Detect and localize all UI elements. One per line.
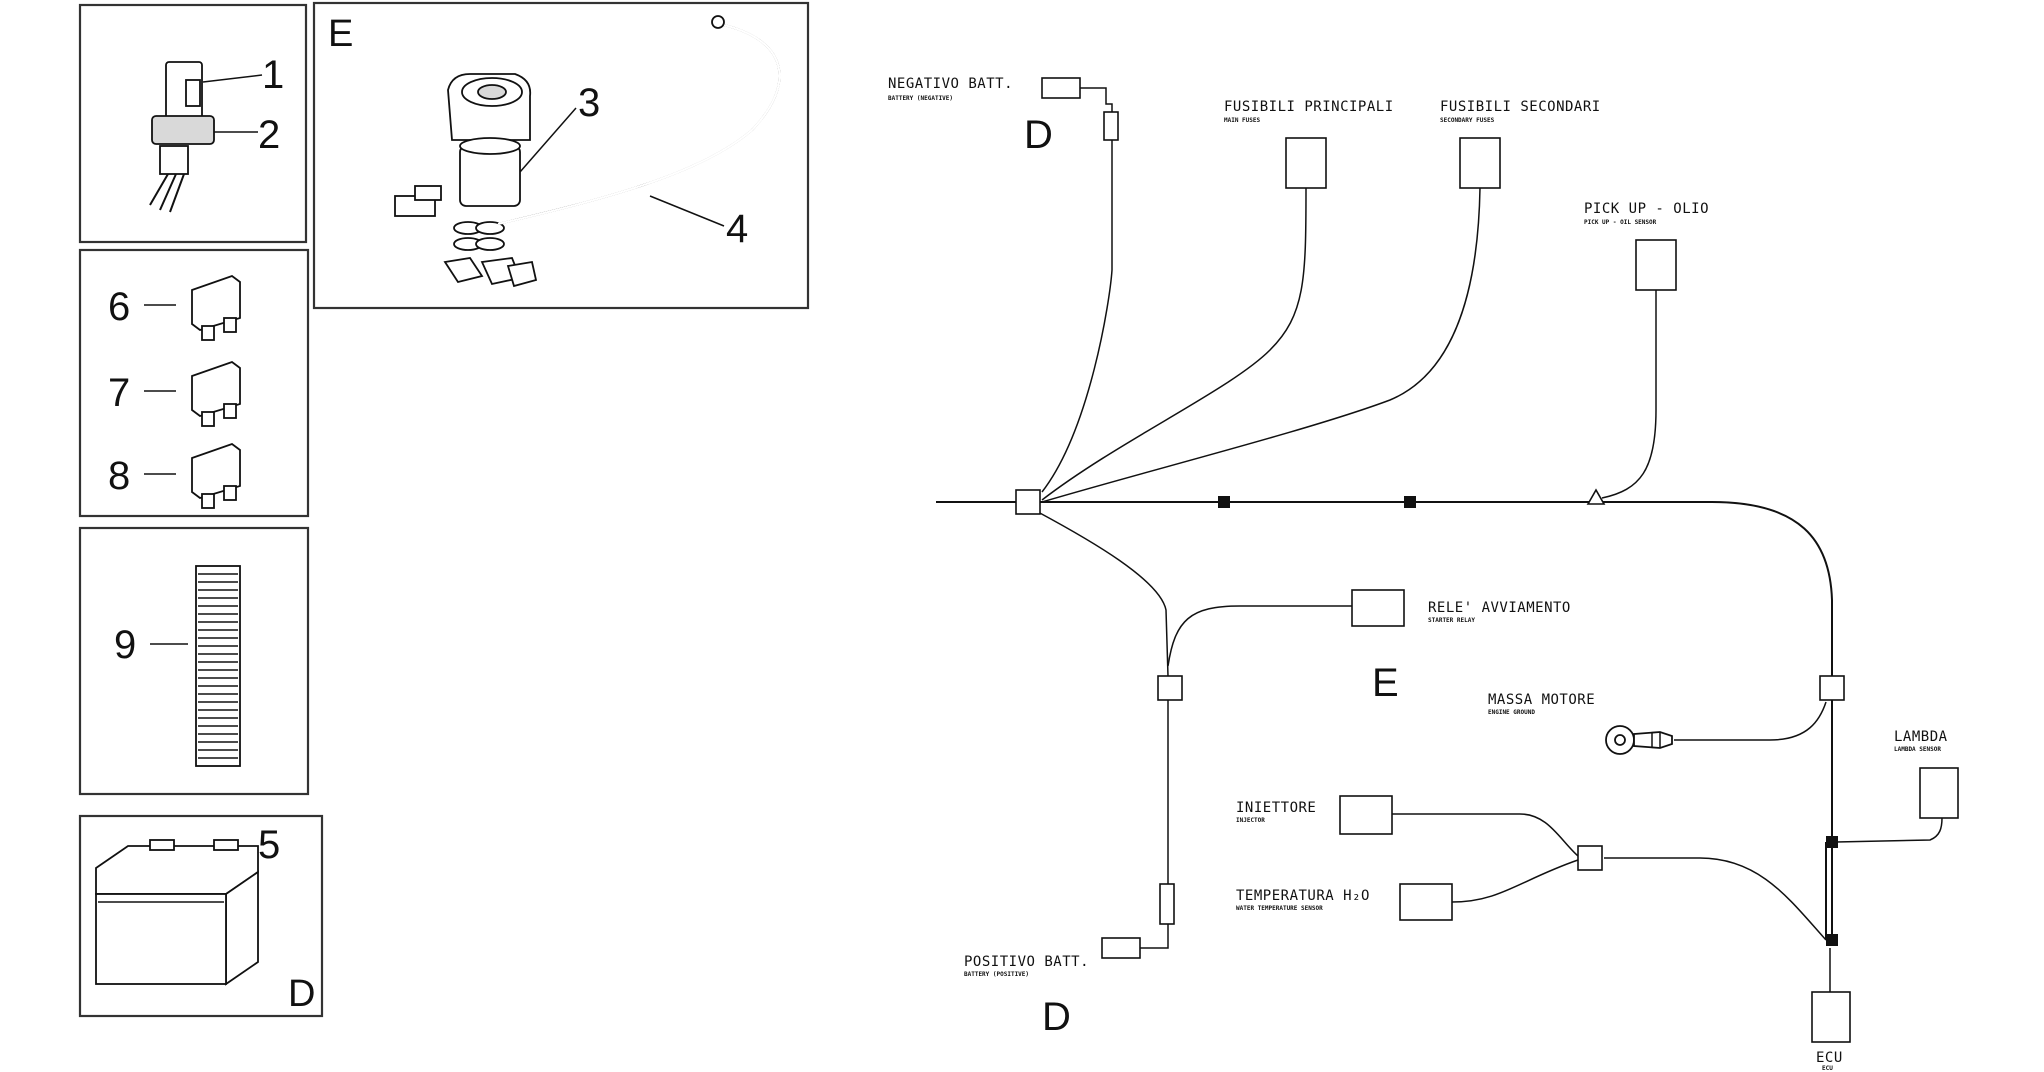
connector-massa-motore: MASSA MOTORE ENGINE GROUND bbox=[1488, 692, 1673, 755]
negative-terminal-clip bbox=[1103, 111, 1119, 141]
splice-marker bbox=[1218, 496, 1230, 508]
ground-eyelet-icon bbox=[1605, 725, 1673, 755]
starter-cable-illustration bbox=[497, 15, 781, 226]
sublabel-lambda: LAMBDA SENSOR bbox=[1894, 746, 1941, 753]
connector-pickup-olio: PICK UP - OLIO PICK UP - OIL SENSOR bbox=[1584, 201, 1709, 291]
panel-fuses: 6 7 8 bbox=[78, 248, 310, 518]
sublabel-massa-motore: ENGINE GROUND bbox=[1488, 709, 1535, 716]
sublabel-rele-avviamento: STARTER RELAY bbox=[1428, 617, 1475, 624]
label-fusibili-secondari: FUSIBILI SECONDARI bbox=[1440, 99, 1601, 115]
label-negativo-batt: NEGATIVO BATT. bbox=[888, 76, 1013, 92]
sublabel-pickup-olio: PICK UP - OIL SENSOR bbox=[1584, 219, 1657, 226]
callout-8: 8 bbox=[108, 454, 130, 498]
main-junction-box bbox=[1015, 489, 1041, 515]
letter-e-rele: E bbox=[1372, 661, 1399, 705]
pickup-junction-marker bbox=[1586, 488, 1606, 505]
callout-3: 3 bbox=[578, 81, 600, 125]
panel-starter-kit: E 3 4 bbox=[312, 1, 810, 310]
connector-fusibili-principali: FUSIBILI PRINCIPALI MAIN FUSES bbox=[1224, 99, 1394, 189]
splice-marker bbox=[1404, 496, 1416, 508]
panel-letter-d: D bbox=[288, 973, 315, 1015]
injector-junction-box bbox=[1577, 845, 1603, 871]
ground-junction-box bbox=[1819, 675, 1845, 701]
label-iniettore: INIETTORE bbox=[1236, 800, 1316, 816]
callout-6: 6 bbox=[108, 285, 130, 329]
connector-rele-avviamento: RELE' AVVIAMENTO STARTER RELAY E bbox=[1351, 589, 1571, 705]
connector-lambda: LAMBDA LAMBDA SENSOR bbox=[1894, 729, 1959, 819]
letter-d-positivo: D bbox=[1042, 995, 1071, 1039]
panel-relay: 1 2 bbox=[78, 3, 308, 244]
sublabel-temperatura-h2o: WATER TEMPERATURE SENSOR bbox=[1236, 905, 1323, 912]
callout-5: 5 bbox=[258, 823, 280, 867]
connector-temperatura-h2o: TEMPERATURA H₂O WATER TEMPERATURE SENSOR bbox=[1236, 883, 1453, 921]
sublabel-positivo-batt: BATTERY (POSITIVE) bbox=[964, 971, 1029, 978]
callout-7: 7 bbox=[108, 371, 130, 415]
starter-junction-box bbox=[1157, 675, 1183, 701]
connector-ecu: ECU ECU bbox=[1811, 991, 1851, 1072]
sublabel-fusibili-principali: MAIN FUSES bbox=[1224, 117, 1261, 124]
fuse-icon-6 bbox=[191, 274, 241, 341]
panel-battery: 5 D bbox=[78, 814, 324, 1018]
battery-icon bbox=[95, 839, 259, 986]
label-pickup-olio: PICK UP - OLIO bbox=[1584, 201, 1709, 217]
callout-1: 1 bbox=[262, 53, 284, 97]
sublabel-iniettore: INJECTOR bbox=[1236, 817, 1265, 824]
harness-wires bbox=[936, 87, 1943, 992]
label-fusibili-principali: FUSIBILI PRINCIPALI bbox=[1224, 99, 1394, 115]
connector-fusibili-secondari: FUSIBILI SECONDARI SECONDARY FUSES bbox=[1440, 99, 1601, 189]
connector-iniettore: INIETTORE INJECTOR bbox=[1236, 795, 1393, 835]
fuse-strip-icon bbox=[195, 565, 241, 767]
splice-marker bbox=[1826, 934, 1838, 946]
label-rele-avviamento: RELE' AVVIAMENTO bbox=[1428, 600, 1571, 616]
callout-9: 9 bbox=[114, 623, 136, 667]
starter-relay-part-illustration bbox=[394, 73, 538, 288]
callout-4: 4 bbox=[726, 207, 748, 251]
connector-positivo-batt: POSITIVO BATT. BATTERY (POSITIVE) D bbox=[964, 937, 1141, 1039]
splice-marker bbox=[1826, 836, 1838, 848]
panel-letter-e: E bbox=[328, 13, 353, 55]
relay-part-illustration bbox=[149, 61, 215, 213]
sublabel-negativo-batt: BATTERY (NEGATIVE) bbox=[888, 95, 953, 102]
panel-fuse-strip: 9 bbox=[78, 526, 310, 796]
label-ecu: ECU bbox=[1816, 1050, 1843, 1066]
label-lambda: LAMBDA bbox=[1894, 729, 1948, 745]
positive-terminal-clip bbox=[1159, 883, 1175, 925]
label-positivo-batt: POSITIVO BATT. bbox=[964, 954, 1089, 970]
callout-2: 2 bbox=[258, 113, 280, 157]
sublabel-fusibili-secondari: SECONDARY FUSES bbox=[1440, 117, 1495, 124]
letter-d-negativo: D bbox=[1024, 113, 1053, 157]
label-temperatura-h2o: TEMPERATURA H₂O bbox=[1236, 888, 1370, 904]
fuse-icon-7 bbox=[191, 360, 241, 427]
sublabel-ecu: ECU bbox=[1822, 1065, 1833, 1072]
label-massa-motore: MASSA MOTORE bbox=[1488, 692, 1595, 708]
connector-negativo-batt: NEGATIVO BATT. BATTERY (NEGATIVE) D bbox=[888, 76, 1081, 157]
fuse-icon-8 bbox=[191, 442, 241, 509]
